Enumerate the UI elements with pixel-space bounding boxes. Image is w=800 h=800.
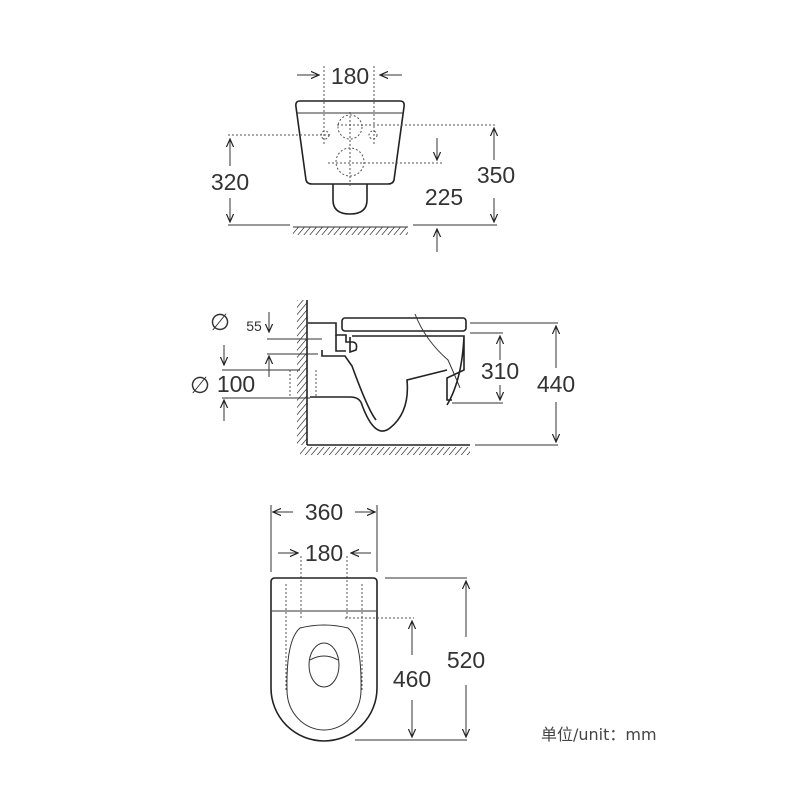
- toilet-front-body: [295, 100, 405, 185]
- outlet-height-label: 225: [425, 184, 463, 210]
- diameter-symbol-2: ∅: [190, 372, 210, 398]
- diameter-symbol: ∅: [210, 309, 230, 335]
- front-view: 180 320 225 350: [211, 63, 515, 252]
- length-label: 520: [447, 647, 485, 673]
- toilet-top-body: [270, 577, 378, 742]
- side-view: 310 440 ∅ 55 ∅ 100: [190, 300, 575, 455]
- outlet-diameter-label: 100: [217, 371, 255, 397]
- fixing-to-front-label: 460: [393, 666, 431, 692]
- unit-label: 单位/unit：mm: [541, 725, 657, 744]
- top-width-label: 360: [305, 499, 343, 525]
- top-hole-spacing-label: 180: [305, 540, 343, 566]
- inlet-height-label: 320: [211, 169, 249, 195]
- top-height-label: 350: [477, 162, 515, 188]
- front-hole-spacing-label: 180: [331, 63, 369, 89]
- inlet-diameter-label: 55: [246, 318, 262, 334]
- total-height-label: 440: [537, 371, 575, 397]
- rim-to-outlet-label: 310: [481, 358, 519, 384]
- top-view: 360 180 460 520: [270, 499, 485, 742]
